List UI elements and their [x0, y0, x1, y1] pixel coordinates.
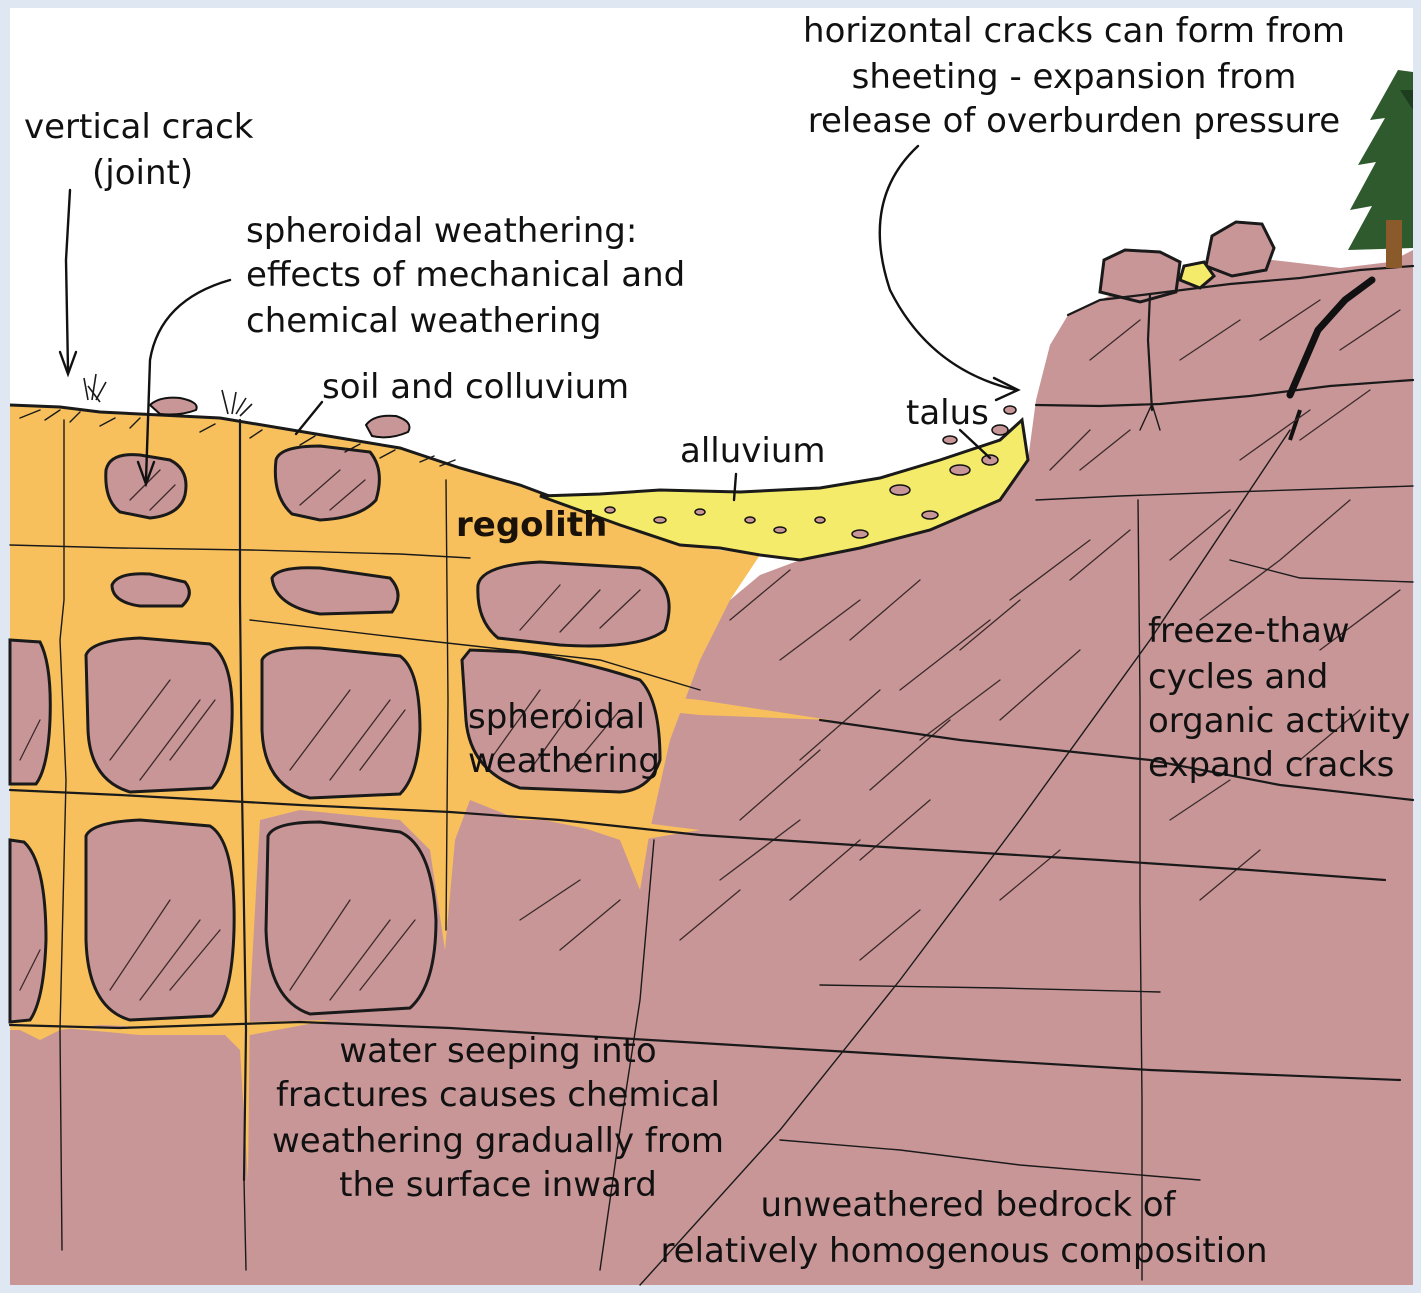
label-horizontal-cracks-line2: sheeting - expansion from	[852, 57, 1297, 97]
label-bedrock-line2: relatively homogenous composition	[660, 1231, 1267, 1271]
label-bedrock-line1: unweathered bedrock of	[760, 1185, 1176, 1225]
label-freeze-thaw-line1: freeze-thaw	[1148, 611, 1350, 651]
label-water-seeping-line1: water seeping into	[339, 1031, 656, 1071]
label-water-seeping-line3: weathering gradually from	[272, 1121, 724, 1161]
label-horizontal-cracks-line1: horizontal cracks can form from	[803, 11, 1345, 51]
label-spheroidal-mid-line2: weathering	[468, 741, 660, 781]
label-freeze-thaw-line3: organic activity	[1148, 701, 1410, 741]
label-soil: soil and colluvium	[322, 367, 629, 407]
label-vertical-crack-line1: vertical crack	[24, 107, 254, 147]
label-spheroidal-mid-line1: spheroidal	[468, 697, 645, 737]
label-vertical-crack-line2: (joint)	[92, 153, 193, 193]
label-talus: talus	[906, 393, 989, 433]
label-alluvium: alluvium	[680, 431, 826, 471]
label-regolith: regolith	[456, 505, 607, 545]
label-horizontal-cracks-line3: release of overburden pressure	[808, 101, 1340, 141]
label-freeze-thaw-line2: cycles and	[1148, 657, 1328, 697]
label-freeze-thaw-line4: expand cracks	[1148, 745, 1394, 785]
label-spheroidal-top-line1: spheroidal weathering:	[246, 211, 637, 251]
label-water-seeping-line4: the surface inward	[339, 1165, 657, 1205]
label-water-seeping-line2: fractures causes chemical	[276, 1075, 720, 1115]
label-spheroidal-top-line2: effects of mechanical and	[246, 255, 685, 295]
label-spheroidal-top-line3: chemical weathering	[246, 301, 601, 341]
